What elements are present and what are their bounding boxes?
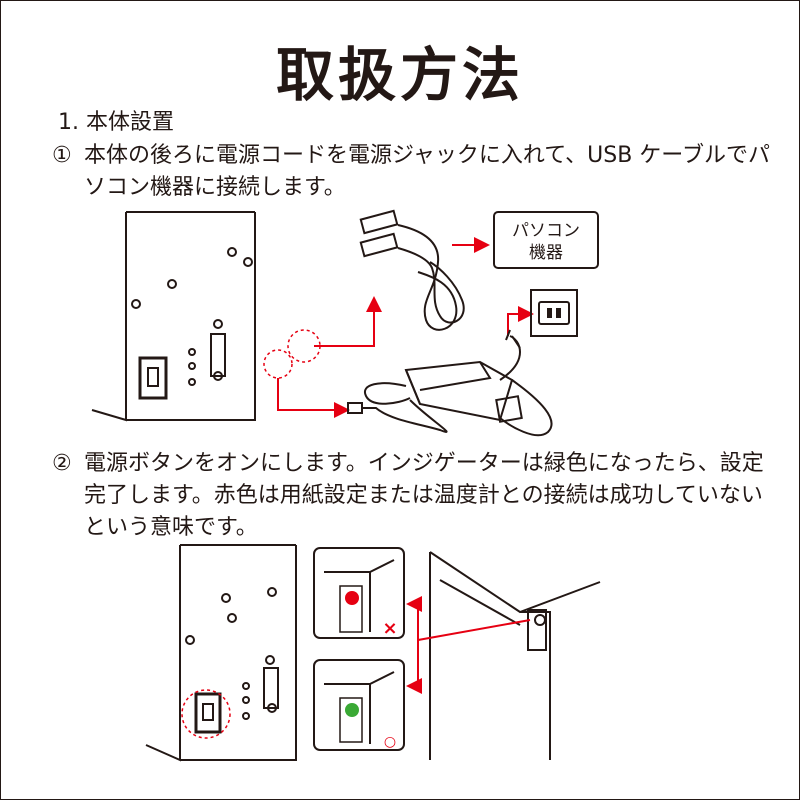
fail-mark: ×: [382, 618, 397, 639]
indicator-panel-red: ×: [313, 547, 405, 639]
indicator-red-light: [345, 591, 359, 605]
printer-corner-illustration: [429, 551, 601, 760]
step-1: ① 本体の後ろに電源コードを電源ジャックに入れて、USB ケーブルでパソコン機器…: [52, 140, 772, 204]
printer-back-illustration-2: [145, 544, 297, 762]
page-title: 取扱方法: [275, 41, 524, 109]
indicator-green-light: [345, 703, 359, 717]
power-adapter-icon: [347, 329, 553, 437]
wall-outlet-icon: [530, 289, 578, 337]
pc-device-box: パソコン 機器: [493, 211, 599, 269]
step-2-number: ②: [52, 451, 72, 476]
step-1-text: 本体の後ろに電源コードを電源ジャックに入れて、USB ケーブルでパソコン機器に接…: [84, 143, 770, 200]
step-1-number: ①: [52, 143, 72, 168]
ok-mark: ○: [384, 734, 396, 750]
section-heading: 1. 本体設置: [58, 110, 174, 135]
step-2: ② 電源ボタンをオンにします。インジゲーターは緑色になったら、設定完了します。赤…: [52, 448, 772, 544]
power-button-highlight: [181, 689, 231, 739]
jack-highlight-circles: [263, 329, 321, 379]
printer-back-illustration-1: [91, 211, 256, 422]
indicator-panel-green: ○: [313, 659, 405, 751]
step-2-text: 電源ボタンをオンにします。インジゲーターは緑色になったら、設定完了します。赤色は…: [84, 451, 764, 540]
pc-box-label-2: 機器: [529, 243, 563, 263]
connection-arrows-1: [277, 237, 534, 418]
connection-arrows-2: [406, 596, 531, 694]
pc-box-label-1: パソコン: [512, 221, 580, 241]
usb-cable-icon: [359, 209, 465, 331]
